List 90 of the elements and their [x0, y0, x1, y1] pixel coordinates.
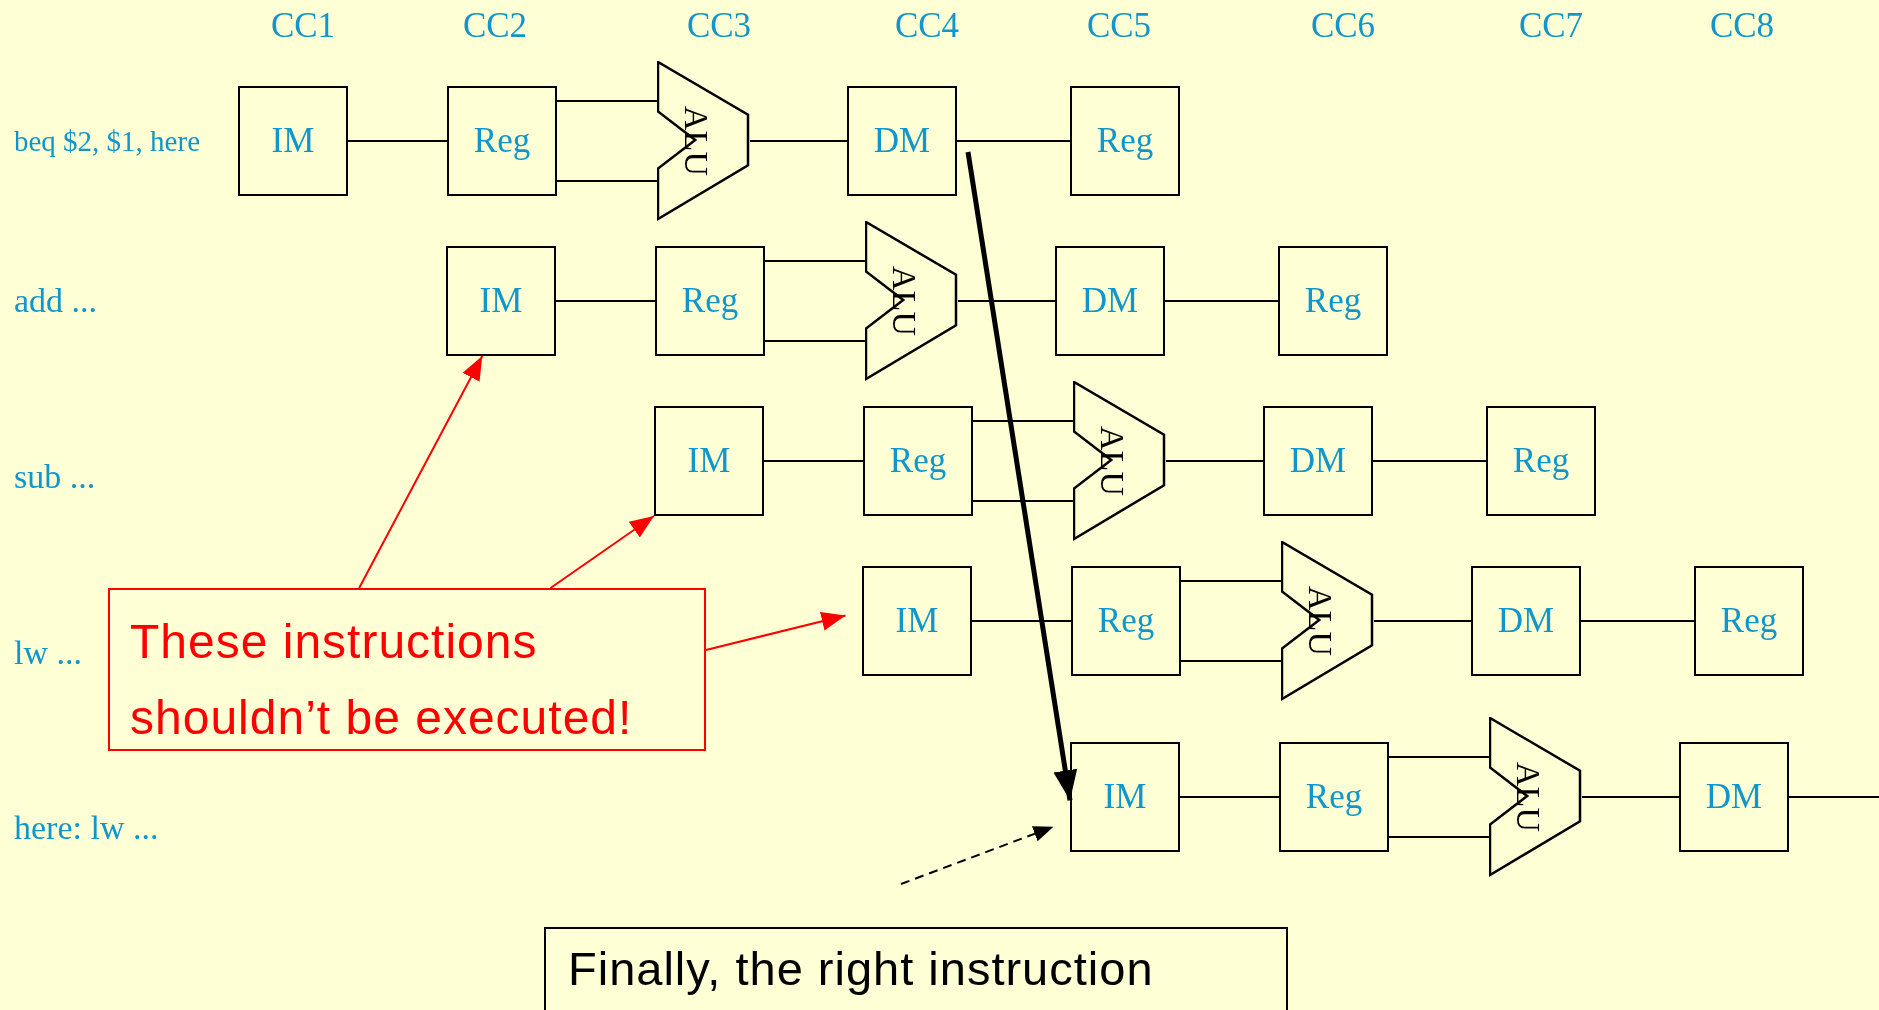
- stage-box: [1471, 566, 1581, 676]
- connector-line: [972, 500, 1074, 502]
- callout-text: These instructions shouldn’t be executed!: [130, 614, 634, 746]
- alu-label: ALU: [1092, 426, 1131, 496]
- connector-line: [1179, 796, 1280, 798]
- stage-box: [1694, 566, 1804, 676]
- stage-box: [1263, 406, 1373, 516]
- dashed-arrow: [900, 825, 1055, 885]
- stage-box: [862, 566, 972, 676]
- alu-label: ALU: [1300, 586, 1339, 656]
- connector-line: [956, 140, 1071, 142]
- stage-box: [1070, 86, 1180, 196]
- clock-cycle-label: CC7: [1518, 6, 1584, 46]
- stage-label: DM: [873, 121, 931, 161]
- connector-line: [1788, 796, 1879, 798]
- stage-box: [847, 86, 957, 196]
- connector-line: [764, 260, 866, 262]
- connector-line: [957, 300, 1056, 302]
- connector-line: [764, 340, 866, 342]
- clock-cycle-label: CC2: [462, 6, 528, 46]
- stage-label: Reg: [681, 281, 739, 321]
- arrow: [358, 355, 484, 589]
- stage-label: Reg: [1512, 441, 1570, 481]
- connector-line: [556, 180, 658, 182]
- instruction-label: lw ...: [14, 634, 82, 672]
- connector-line: [1373, 620, 1472, 622]
- alu-label: ALU: [1508, 762, 1547, 832]
- connector-line: [1180, 660, 1282, 662]
- connector-line: [1180, 580, 1282, 582]
- stage-label: IM: [895, 601, 939, 641]
- arrow: [549, 515, 655, 589]
- stage-label: Reg: [1720, 601, 1778, 641]
- instruction-label: beq $2, $1, here: [14, 124, 201, 158]
- connector-line: [763, 460, 864, 462]
- connector-line: [1165, 460, 1264, 462]
- clock-cycle-label: CC3: [686, 6, 752, 46]
- alu-label: ALU: [884, 266, 923, 336]
- stage-label: DM: [1289, 441, 1347, 481]
- connector-line: [1580, 620, 1695, 622]
- callout-text: Finally, the right instruction: [568, 941, 1155, 996]
- stage-label: Reg: [1096, 121, 1154, 161]
- connector-line: [555, 300, 656, 302]
- clock-cycle-label: CC1: [270, 6, 336, 46]
- clock-cycle-label: CC8: [1709, 6, 1775, 46]
- stage-label: DM: [1705, 777, 1763, 817]
- stage-box: [863, 406, 973, 516]
- connector-line: [1388, 756, 1490, 758]
- stage-box: [1278, 246, 1388, 356]
- callout-box: [108, 588, 706, 751]
- stage-label: IM: [271, 121, 315, 161]
- clock-cycle-label: CC4: [894, 6, 960, 46]
- stage-box: [1071, 566, 1181, 676]
- instruction-label: here: lw ...: [14, 809, 159, 847]
- stage-label: IM: [479, 281, 523, 321]
- stage-box: [447, 86, 557, 196]
- stage-label: Reg: [1097, 601, 1155, 641]
- stage-box: [654, 406, 764, 516]
- stage-label: Reg: [1305, 777, 1363, 817]
- stage-label: Reg: [473, 121, 531, 161]
- stage-box: [655, 246, 765, 356]
- stage-box: [238, 86, 348, 196]
- connector-line: [1581, 796, 1680, 798]
- stage-box: [1486, 406, 1596, 516]
- arrow: [705, 611, 847, 651]
- alu-label: ALU: [676, 106, 715, 176]
- stage-box: [1055, 246, 1165, 356]
- instruction-label: add ...: [14, 282, 98, 320]
- connector-line: [972, 420, 1074, 422]
- clock-cycle-label: CC5: [1086, 6, 1152, 46]
- instruction-label: sub ...: [14, 458, 96, 496]
- stage-box: [1679, 742, 1789, 852]
- stage-label: IM: [1103, 777, 1147, 817]
- stage-box: [446, 246, 556, 356]
- connector-line: [556, 100, 658, 102]
- stage-label: DM: [1081, 281, 1139, 321]
- callout-box: [544, 927, 1288, 1010]
- stage-label: DM: [1497, 601, 1555, 641]
- stage-label: Reg: [889, 441, 947, 481]
- connector-line: [1388, 836, 1490, 838]
- connector-line: [749, 140, 848, 142]
- connector-line: [971, 620, 1072, 622]
- clock-cycle-label: CC6: [1310, 6, 1376, 46]
- stage-label: Reg: [1304, 281, 1362, 321]
- stage-box: [1070, 742, 1180, 852]
- connector-line: [1164, 300, 1279, 302]
- connector-line: [347, 140, 448, 142]
- arrow: [965, 151, 1078, 801]
- stage-box: [1279, 742, 1389, 852]
- stage-label: IM: [687, 441, 731, 481]
- connector-line: [1372, 460, 1487, 462]
